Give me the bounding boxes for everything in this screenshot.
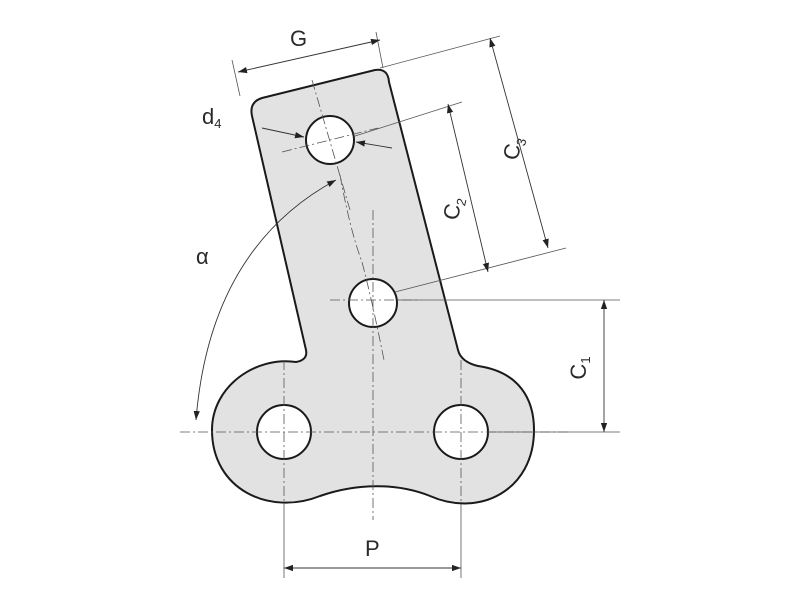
label-d4: d4 <box>202 104 221 131</box>
label-p: P <box>365 536 380 561</box>
label-g: G <box>290 26 307 51</box>
label-alpha: α <box>196 244 209 269</box>
label-c2: C2 <box>438 194 470 223</box>
label-c3: C3 <box>498 134 530 163</box>
label-c1: C1 <box>566 356 593 379</box>
dimension-lines <box>193 37 608 572</box>
